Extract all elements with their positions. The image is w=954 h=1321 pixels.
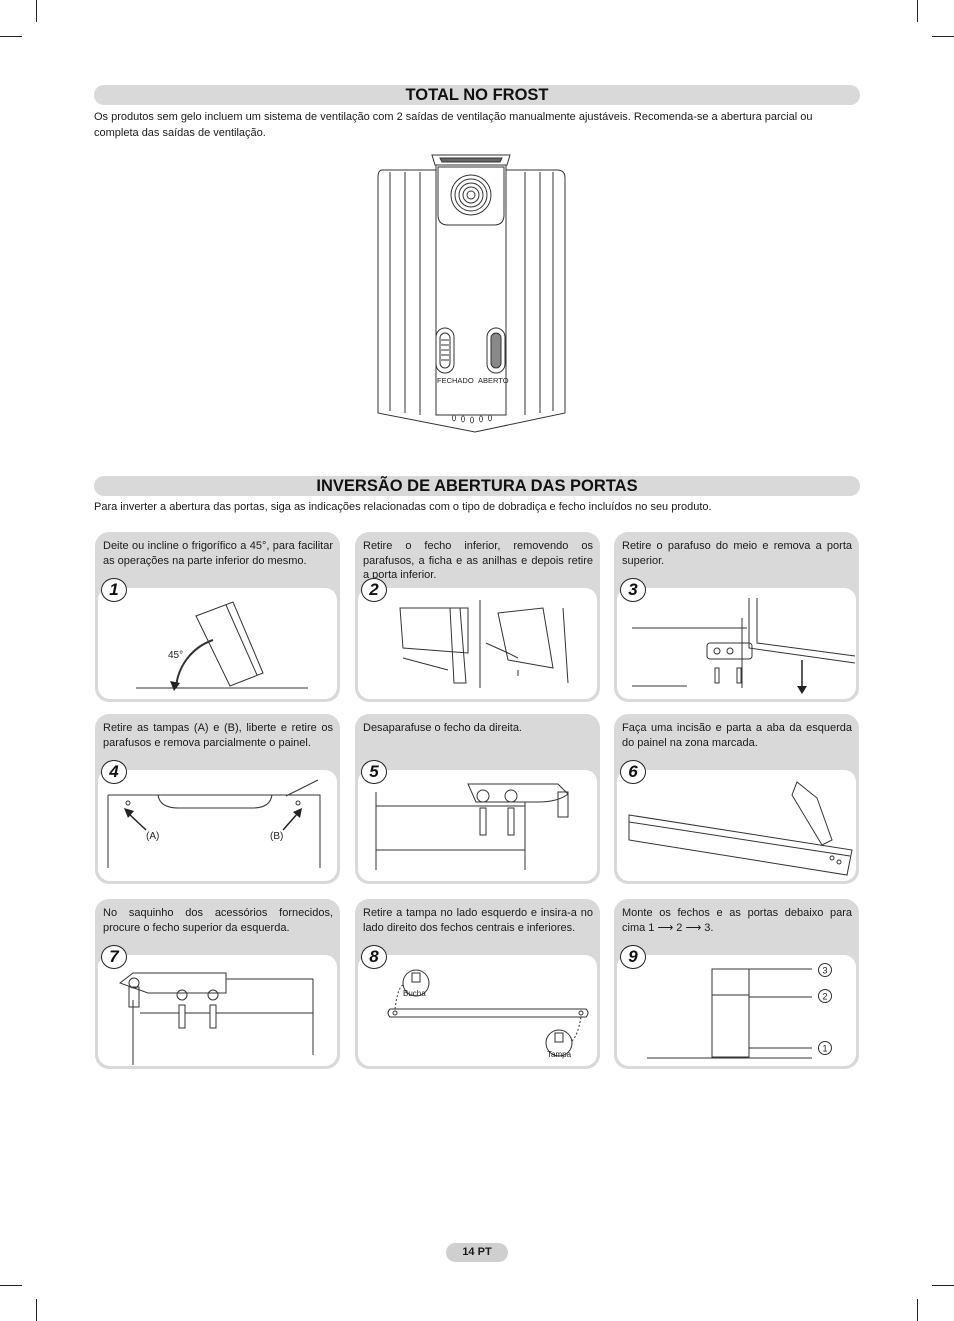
total-no-frost-description: Os produtos sem gelo incluem um sistema …: [94, 111, 813, 139]
step-6-text: Faça uma incisão e parta a aba da esquer…: [622, 722, 852, 749]
angle-label: 45°: [168, 650, 183, 661]
step-panel-4: Retire as tampas (A) e (B), liberte e re…: [95, 714, 340, 884]
callout-2: 2: [822, 992, 827, 1002]
vent-closed-label: FECHADO: [437, 376, 474, 385]
step-5-text: Desaparafuse o fecho da direita.: [363, 722, 522, 734]
step-panel-9: Monte os fechos e as portas debaixo para…: [614, 899, 859, 1069]
step-1-illustration: 1 45°: [98, 578, 337, 699]
step-2-illustration: 2: [358, 578, 597, 699]
vent-open-label: ABERTO: [478, 376, 509, 385]
step-8-number: 8: [361, 945, 387, 969]
step-panel-1: Deite ou incline o frigorífico a 45°, pa…: [95, 532, 340, 702]
crop-mark: [36, 0, 37, 22]
crop-mark: [932, 1285, 954, 1286]
bucha-label: Bucha: [403, 989, 426, 998]
door-reversal-description: Para inverter a abertura das portas, sig…: [94, 501, 712, 513]
step-3-number: 3: [620, 578, 646, 602]
step-5-illustration: 5: [358, 760, 597, 881]
step-panel-2: Retire o fecho inferior, removendo os pa…: [355, 532, 600, 702]
step-9-illustration: 9 3 2 1: [617, 945, 856, 1066]
crop-mark: [917, 0, 918, 22]
section-title-total-no-frost: TOTAL NO FROST: [94, 85, 860, 105]
section-title-door-reversal: INVERSÃO DE ABERTURA DAS PORTAS: [94, 476, 860, 496]
step-panel-8: Retire a tampa no lado esquerdo e insira…: [355, 899, 600, 1069]
step-9-number: 9: [620, 945, 646, 969]
crop-mark: [917, 1299, 918, 1321]
step-panel-6: Faça uma incisão e parta a aba da esquer…: [614, 714, 859, 884]
step-8-illustration: 8 Bucha Tampa: [358, 945, 597, 1066]
tampa-label: Tampa: [547, 1050, 572, 1059]
crop-mark: [36, 1299, 37, 1321]
step-panel-5: Desaparafuse o fecho da direita. 5: [355, 714, 600, 884]
step-3-illustration: 3: [617, 578, 856, 699]
step-4-number: 4: [101, 760, 127, 784]
step-8-text: Retire a tampa no lado esquerdo e insira…: [363, 907, 593, 934]
step-1-number: 1: [101, 578, 127, 602]
step-7-illustration: 7: [98, 945, 337, 1066]
step-3-text: Retire o parafuso do meio e remova a por…: [622, 540, 852, 567]
step-5-number: 5: [361, 760, 387, 784]
crop-mark: [0, 36, 22, 37]
crop-mark: [0, 1285, 22, 1286]
step-6-number: 6: [620, 760, 646, 784]
cap-b-label: (B): [270, 831, 283, 842]
fridge-vent-diagram: FECHADO ABERTO: [377, 154, 566, 433]
callout-1: 1: [822, 1044, 827, 1054]
step-4-illustration: 4 (A) (B): [98, 760, 337, 881]
step-panel-3: Retire o parafuso do meio e remova a por…: [614, 532, 859, 702]
step-1-text: Deite ou incline o frigorífico a 45°, pa…: [103, 540, 333, 567]
step-panel-7: No saquinho dos acessórios fornecidos, p…: [95, 899, 340, 1069]
page-number: 14 PT: [446, 1243, 508, 1262]
crop-mark: [932, 36, 954, 37]
step-4-text: Retire as tampas (A) e (B), liberte e re…: [103, 722, 333, 749]
step-2-text: Retire o fecho inferior, removendo os pa…: [363, 540, 593, 581]
step-7-number: 7: [101, 945, 127, 969]
step-6-illustration: 6: [617, 760, 856, 881]
cap-a-label: (A): [146, 831, 159, 842]
step-9-text: Monte os fechos e as portas debaixo para…: [622, 907, 852, 934]
step-2-number: 2: [361, 578, 387, 602]
step-7-text: No saquinho dos acessórios fornecidos, p…: [103, 907, 333, 934]
callout-3: 3: [822, 966, 827, 976]
